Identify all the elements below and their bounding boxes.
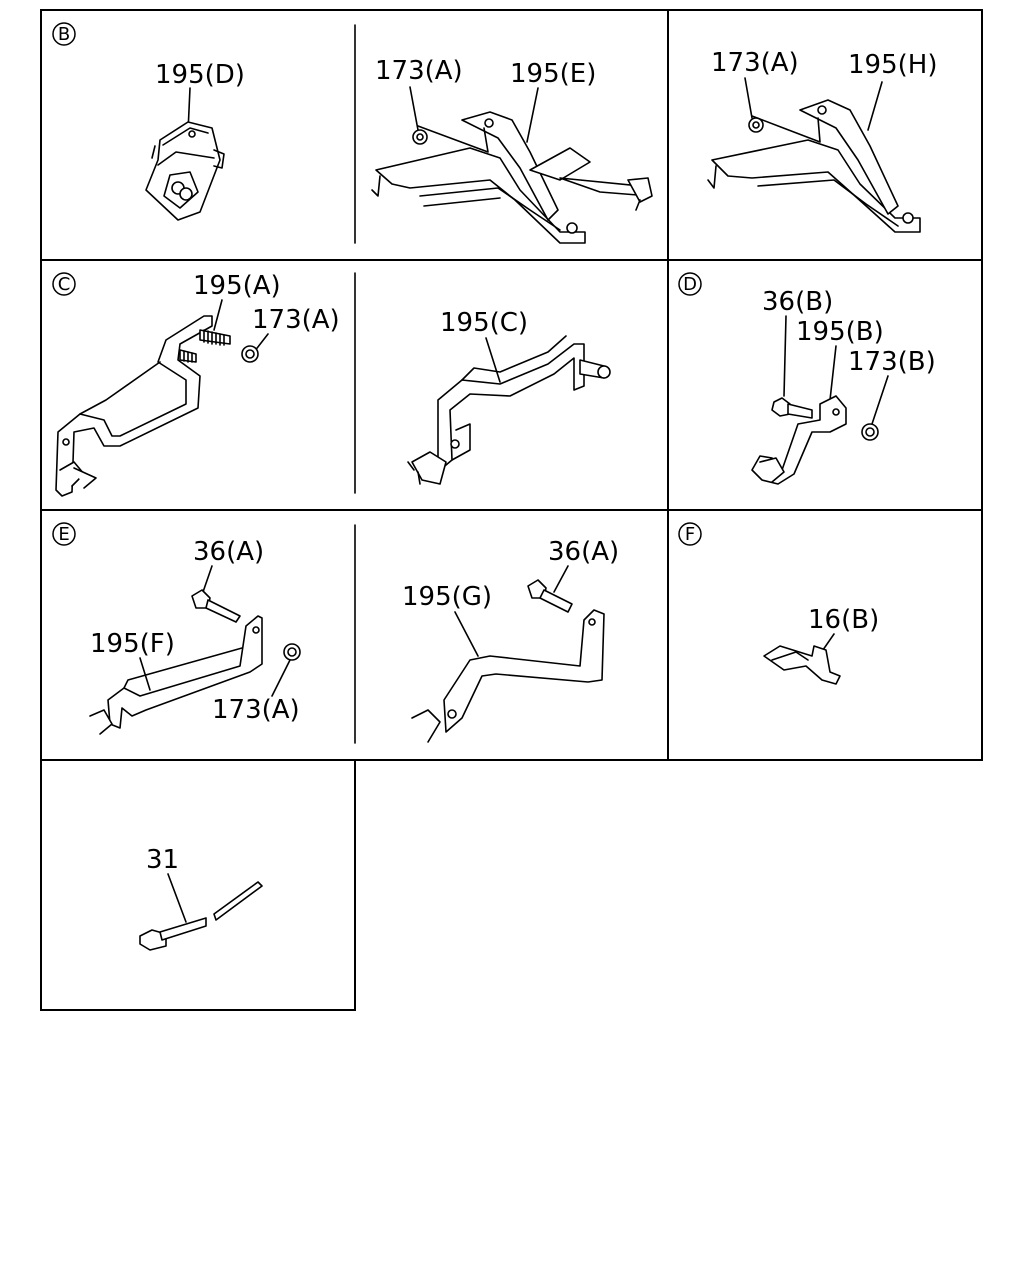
section-marker-b: B (52, 22, 76, 46)
label-195c: 195(C) (440, 308, 528, 338)
section-e: E 36(A) 195(F) 173(A) 36(A) 195(G) (52, 522, 619, 743)
section-marker-d: D (678, 272, 702, 296)
label-36a-e2: 36(A) (548, 537, 619, 567)
cable-tie-31 (139, 881, 263, 951)
clamp-195d (145, 121, 225, 221)
label-173a-c: 173(A) (252, 305, 340, 335)
label-195e: 195(E) (510, 59, 596, 89)
section-c: C 195(A) 173(A) 195(C) (52, 271, 611, 497)
label-173a-e: 173(A) (212, 695, 300, 725)
section-d: D 36(B) 195(B) 173(B) (678, 272, 936, 485)
label-195g: 195(G) (402, 582, 492, 612)
label-31: 31 (146, 845, 179, 875)
label-173a-b1: 173(A) (375, 56, 463, 86)
label-195b: 195(B) (796, 317, 884, 347)
label-195a: 195(A) (193, 271, 281, 301)
label-173b: 173(B) (848, 347, 936, 377)
bracket-195e (371, 111, 653, 244)
label-173a-b2: 173(A) (711, 48, 799, 78)
label-195d: 195(D) (155, 60, 245, 90)
clip-16b (763, 645, 841, 685)
bracket-195c (407, 335, 611, 485)
grid-frame (40, 9, 983, 1011)
bracket-195h (707, 99, 921, 233)
section-b: B 195(D) 173(A) 195(E) (52, 22, 937, 244)
svg-text:D: D (683, 274, 697, 295)
bracket-195a (55, 315, 259, 497)
label-36a-e1: 36(A) (193, 537, 264, 567)
bracket-195f (89, 589, 301, 735)
svg-text:B: B (58, 24, 70, 45)
section-marker-f: F (678, 522, 702, 546)
section-g: 31 (139, 845, 263, 951)
section-marker-c: C (52, 272, 76, 296)
bracket-195b (751, 395, 879, 485)
svg-text:E: E (58, 524, 69, 545)
svg-text:C: C (58, 274, 71, 295)
label-36b: 36(B) (762, 287, 833, 317)
svg-text:F: F (685, 524, 695, 545)
section-marker-e: E (52, 522, 76, 546)
label-195f: 195(F) (90, 629, 175, 659)
label-195h: 195(H) (848, 50, 937, 80)
label-16b: 16(B) (808, 605, 879, 635)
bracket-195g (411, 579, 605, 743)
section-f: F 16(B) (678, 522, 879, 685)
